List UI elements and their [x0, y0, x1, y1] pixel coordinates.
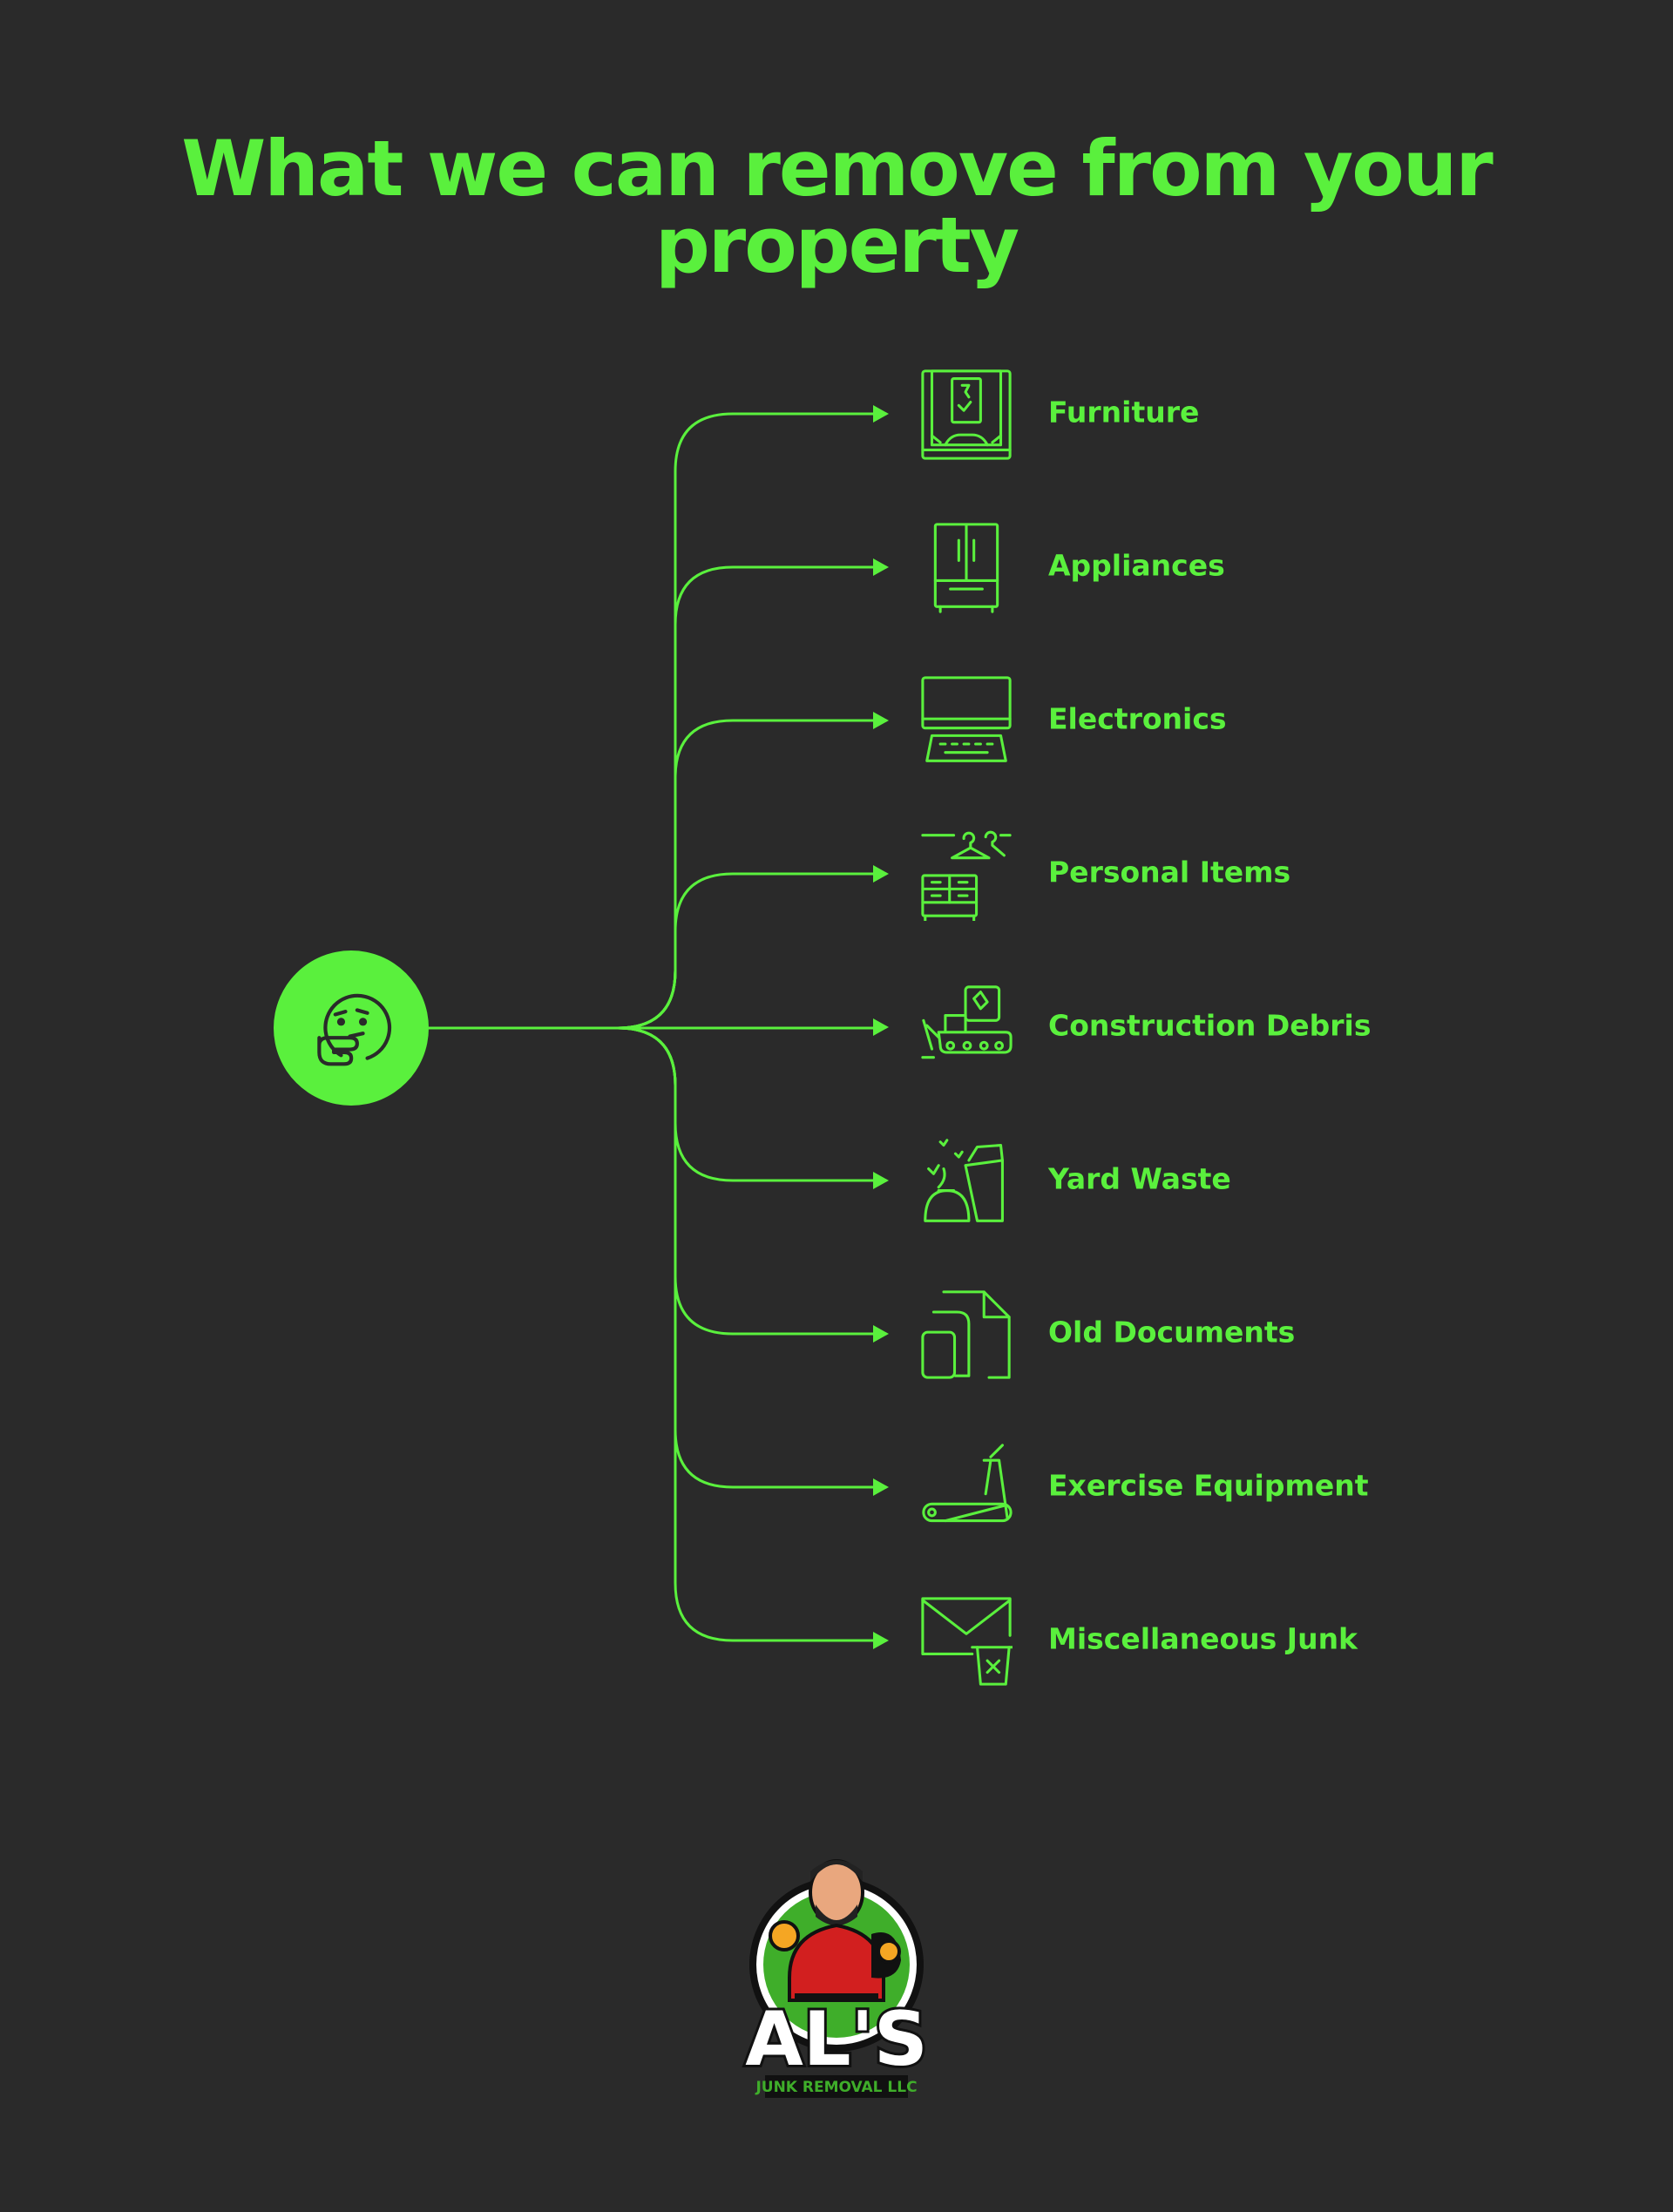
page-title: What we can remove from your property [181, 124, 1494, 290]
list-item: Yard Waste [924, 1139, 1231, 1222]
connector-arrows [873, 405, 889, 1649]
arrowhead [873, 865, 889, 883]
arrowhead [873, 558, 889, 576]
arrowhead [873, 1018, 889, 1036]
arrowhead [873, 1632, 889, 1649]
branch-line [617, 1026, 878, 1182]
item-label: Miscellaneous Junk [1048, 1622, 1358, 1656]
arrowhead [873, 1325, 889, 1343]
arrowhead [873, 405, 889, 423]
item-label: Furniture [1048, 396, 1199, 430]
item-label: Appliances [1048, 549, 1225, 583]
item-label: Yard Waste [1047, 1162, 1231, 1196]
mascot-glove [769, 1920, 800, 1952]
item-label: Old Documents [1048, 1316, 1295, 1350]
logo-name: AL'S [745, 1996, 928, 2083]
company-logo: AL'S JUNK REMOVAL LLC [741, 1830, 932, 2108]
item-label: Personal Items [1048, 856, 1290, 890]
branch-line [617, 1026, 878, 1642]
item-label: Exercise Equipment [1048, 1469, 1369, 1503]
list-item: Miscellaneous Junk [921, 1597, 1358, 1686]
computer-keyboard-icon [921, 676, 1012, 762]
list-item: Electronics [921, 676, 1227, 762]
hangers-dresser-icon [921, 830, 1012, 921]
yard-bag-bin-icon [924, 1139, 1004, 1222]
branch-line [617, 1026, 878, 1489]
list-item: Construction Debris [921, 985, 1372, 1059]
item-label: Electronics [1048, 702, 1227, 736]
hub-node [274, 950, 429, 1106]
connector-lines [429, 412, 878, 1642]
arrowhead [873, 1172, 889, 1189]
arrowhead [873, 712, 889, 729]
list-item: Exercise Equipment [922, 1444, 1369, 1523]
wardrobe-icon [921, 369, 1012, 460]
hub-circle [274, 950, 429, 1106]
branch-line [617, 872, 878, 1030]
bulldozer-icon [921, 985, 1013, 1059]
arrowhead [873, 1478, 889, 1496]
list-item: Old Documents [921, 1290, 1295, 1379]
list-item: Appliances [933, 523, 1225, 613]
branch-line [617, 565, 878, 1030]
list-item: Furniture [921, 369, 1199, 460]
treadmill-icon [922, 1444, 1013, 1523]
documents-icon [921, 1290, 1011, 1379]
logo-tagline: JUNK REMOVAL LLC [755, 2079, 917, 2096]
mail-trash-icon [921, 1597, 1013, 1686]
refrigerator-icon [933, 523, 999, 613]
item-label: Construction Debris [1048, 1009, 1372, 1043]
list-item: Personal Items [921, 830, 1290, 921]
